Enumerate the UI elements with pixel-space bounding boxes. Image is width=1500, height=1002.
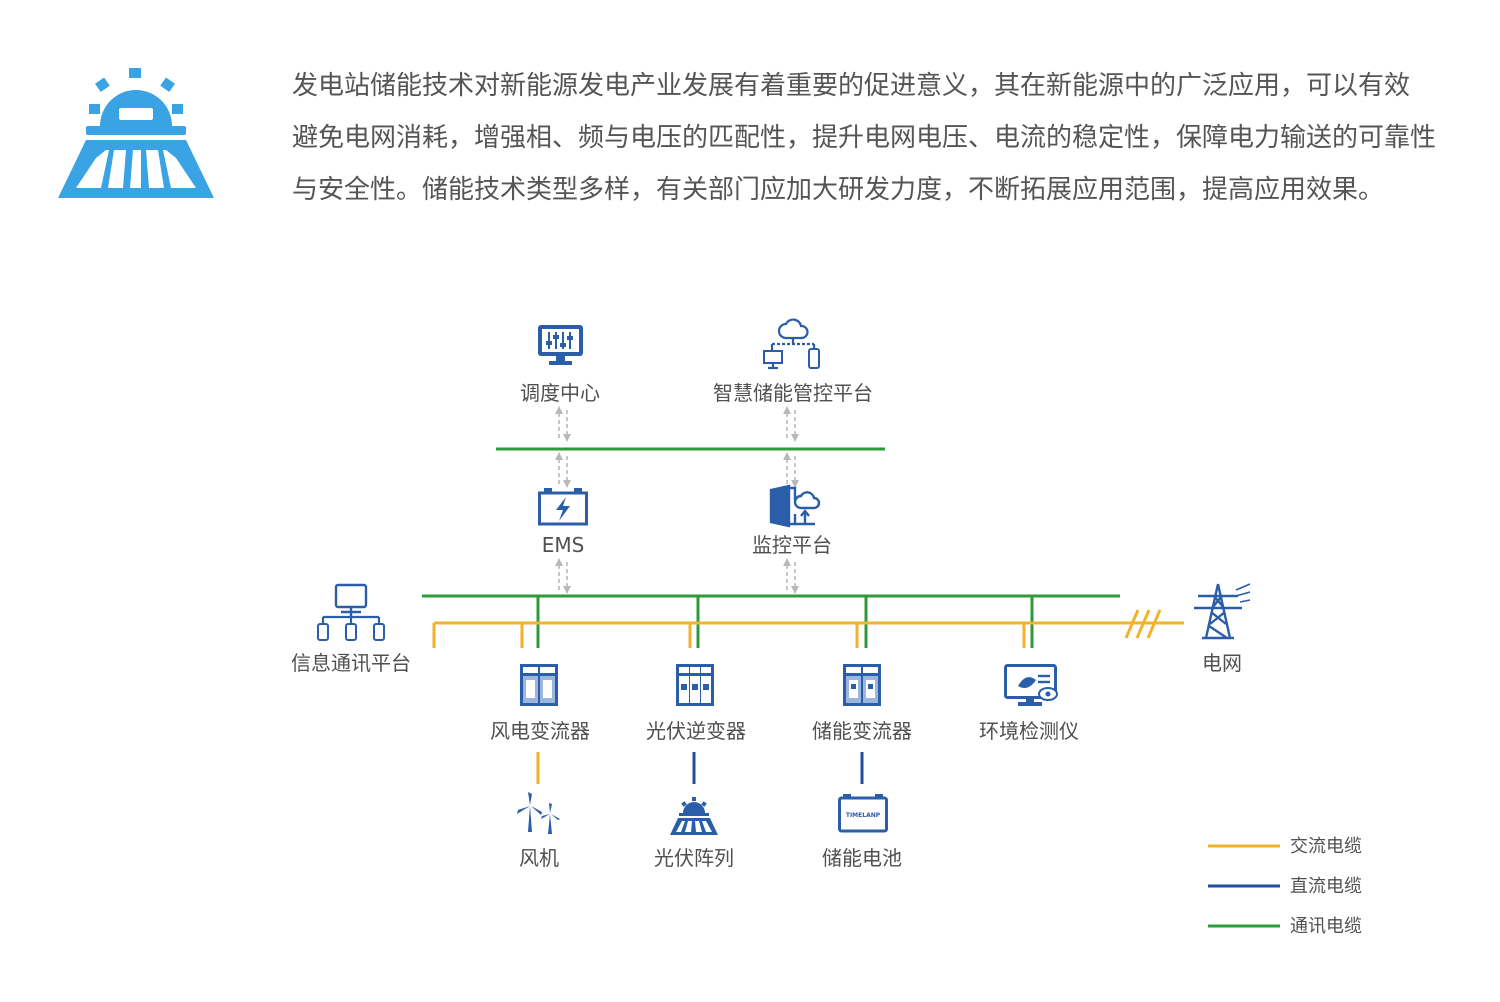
node-ems: EMS [542, 533, 585, 557]
monitor-eye-icon [1004, 664, 1058, 706]
intro-line: 避免电网消耗，增强相、频与电压的匹配性，提升电网电压、电流的稳定性，保障电力输送… [292, 123, 1437, 153]
solar-panel-icon [670, 797, 718, 835]
legend-dc-label: 直流电缆 [1290, 876, 1362, 897]
node-pv-array: 光伏阵列 [654, 846, 734, 870]
cloud-devices-icon [763, 318, 820, 370]
battery-brand-label: TIMELANP [846, 812, 881, 819]
legend-comm-label: 通讯电缆 [1290, 916, 1362, 937]
node-smart-storage-platform: 智慧储能管控平台 [713, 381, 873, 405]
door-cloud-upload-icon [769, 484, 821, 528]
cabinet-icon [843, 664, 881, 706]
node-storage-battery: 储能电池 [822, 846, 902, 870]
solar-panel-sun-icon [58, 68, 214, 198]
node-monitor-platform: 监控平台 [752, 533, 832, 557]
transmission-tower-icon [1194, 583, 1251, 640]
network-devices-icon [317, 583, 385, 641]
node-grid: 电网 [1202, 651, 1242, 675]
intro-text: 发电站储能技术对新能源发电产业发展有着重要的促进意义，其在新能源中的广泛应用，可… [292, 60, 1457, 216]
node-storage-converter: 储能变流器 [812, 719, 912, 743]
node-env-monitor: 环境检测仪 [979, 719, 1079, 743]
node-pv-inverter: 光伏逆变器 [646, 719, 746, 743]
legend: 交流电缆 直流电缆 通讯电缆 [1208, 836, 1362, 937]
wind-turbine-icon [517, 792, 560, 834]
intro-line: 发电站储能技术对新能源发电产业发展有着重要的促进意义，其在新能源中的广泛应用，可… [292, 71, 1411, 101]
monitor-sliders-icon [538, 325, 583, 365]
battery-bolt-icon [538, 488, 588, 526]
battery-box-icon: TIMELANP [838, 794, 888, 833]
node-info-comm-platform: 信息通讯平台 [291, 651, 411, 675]
cabinet-icon [520, 664, 558, 706]
ac-bus [432, 609, 1184, 648]
intro-line: 与安全性。储能技术类型多样，有关部门应加大研发力度，不断拓展应用范围，提高应用效… [292, 175, 1385, 205]
node-dispatch-center: 调度中心 [520, 381, 600, 405]
legend-ac-label: 交流电缆 [1290, 836, 1362, 857]
cabinet-icon [676, 664, 714, 706]
node-wind-converter: 风电变流器 [490, 719, 590, 743]
node-wind-turbine: 风机 [519, 846, 559, 870]
comm-arrows [555, 406, 799, 594]
